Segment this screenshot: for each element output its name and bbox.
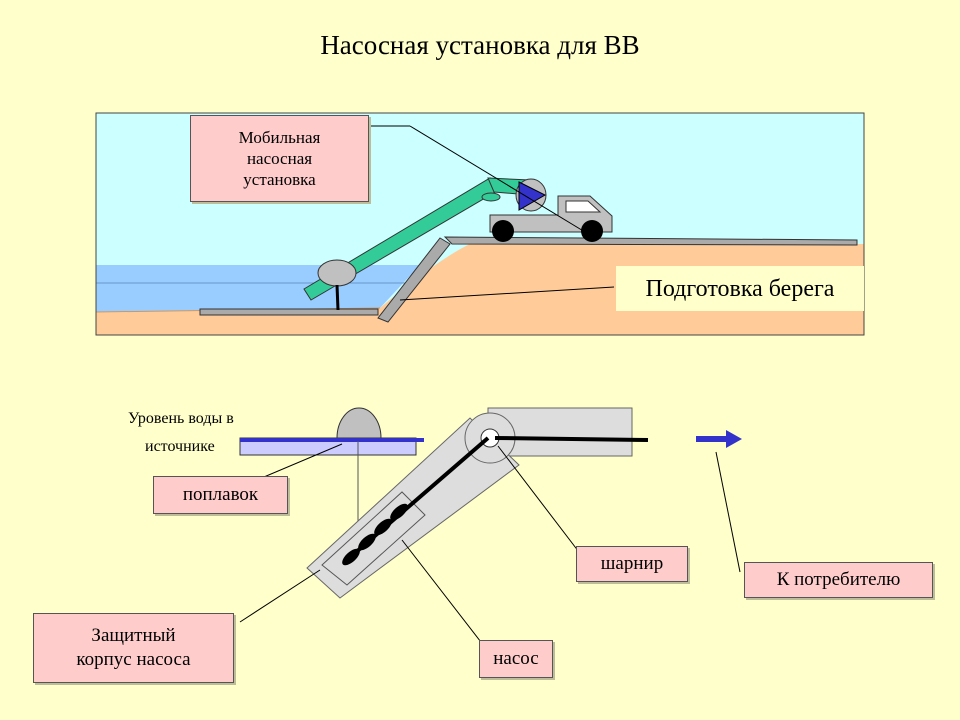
pump-screw-3: [374, 518, 392, 536]
leader-consumer: [715, 451, 741, 573]
shore-prep-label: Подготовка берега: [616, 266, 864, 311]
bottom-base-plate: [199, 308, 379, 316]
leader-hinge: [497, 445, 583, 557]
pump-screw-4: [390, 503, 408, 521]
leader-housing: [239, 569, 321, 623]
float-label: поплавок: [153, 476, 288, 514]
boom-joint: [481, 192, 501, 202]
delivery-pipe: [494, 436, 649, 442]
vehicle-wheel-rear: [492, 220, 514, 242]
pump-screw-1: [342, 548, 360, 566]
shore-ramp: [377, 237, 451, 323]
vehicle-window: [565, 200, 602, 213]
top-float: [317, 259, 357, 287]
flow-arrow-icon: [696, 430, 742, 448]
scene-frame: [95, 112, 865, 336]
leader-pump: [401, 539, 485, 647]
pump-label: насос: [479, 640, 553, 678]
mobile-unit-label-line-2: насосная: [246, 148, 313, 168]
mobile-unit-label-line-1: Мобильная: [238, 127, 321, 147]
shore-pipe: [443, 236, 858, 246]
pump-detail: [239, 407, 742, 647]
page-title: Насосная установка для ВВ: [320, 30, 640, 60]
water-level-label-line-2: источнике: [145, 438, 215, 455]
detail-float: [336, 407, 382, 439]
water-level-label-line-1: Уровень воды в: [128, 410, 234, 427]
consumer-label: К потребителю: [744, 562, 933, 598]
leader-float: [251, 443, 343, 483]
housing-label: Защитный корпус насоса: [33, 613, 234, 683]
mobile-unit-label: Мобильная насосная установка: [190, 115, 369, 202]
housing-label-line-1: Защитный: [91, 625, 176, 647]
hinge-label: шарнир: [576, 546, 688, 582]
leader-shore-prep: [399, 286, 615, 301]
vehicle-wheel-front: [581, 220, 603, 242]
float-rod: [335, 284, 340, 311]
vehicle-direction-marker: [518, 181, 547, 211]
leader-mobile-unit-2: [409, 125, 586, 233]
housing-label-line-2: корпус насоса: [76, 649, 191, 670]
pump-screw-2: [358, 533, 376, 551]
water-area: [96, 265, 420, 312]
mobile-unit-label-line-3: установка: [243, 170, 316, 190]
